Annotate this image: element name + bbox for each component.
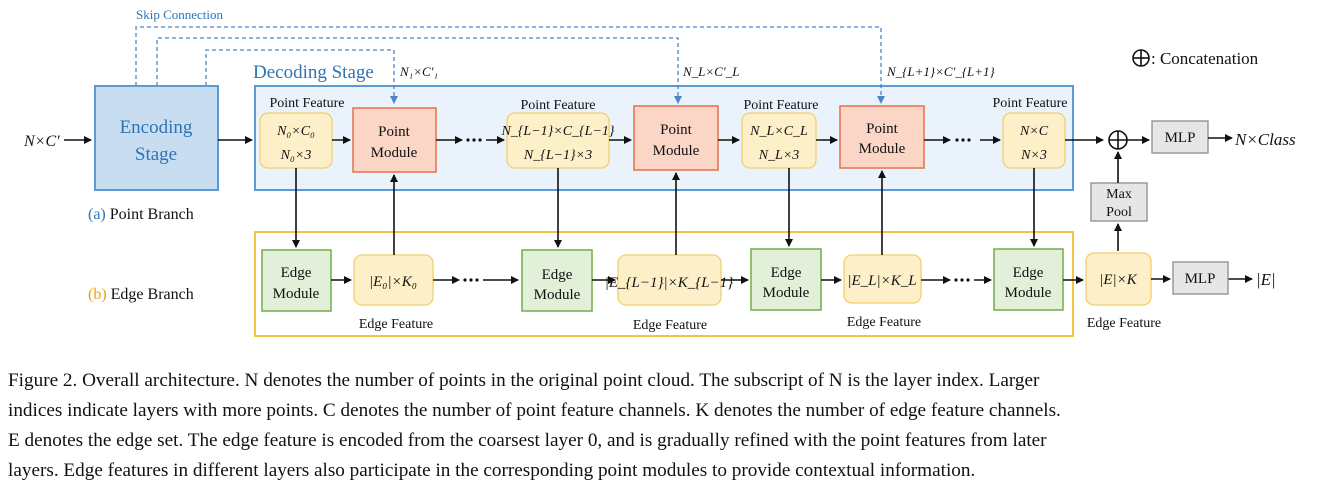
svg-text:Module: Module — [1005, 285, 1052, 301]
edge-feature-label-0: Edge Feature — [359, 317, 433, 332]
edge-feature-label-2: Edge Feature — [847, 315, 921, 330]
svg-text:|E|×K: |E|×K — [1099, 272, 1138, 288]
svg-text:Point: Point — [866, 121, 899, 137]
point-feature-label-2: Point Feature — [743, 98, 818, 113]
svg-text:Edge: Edge — [771, 265, 802, 281]
point-feature-label-0: Point Feature — [269, 96, 344, 111]
svg-text:N₀×C₀: N₀×C₀ — [276, 124, 315, 139]
decoding-stage-label: Decoding Stage — [253, 62, 374, 83]
skip-label-nl: N_L×C′_L — [682, 64, 739, 79]
point-module-1: Point Module — [633, 105, 719, 171]
point-feature-label-3: Point Feature — [992, 96, 1067, 111]
skip-connections — [135, 26, 885, 104]
svg-text:Module: Module — [859, 141, 906, 157]
input-label: N×C′ — [23, 133, 60, 150]
edge-module-2: Edge Module — [750, 248, 822, 311]
max-pool: Max Pool — [1090, 182, 1148, 222]
edge-feature-1: |E_{L−1}|×K_{L−1} — [605, 254, 733, 306]
edge-module-3: Edge Module — [993, 248, 1064, 311]
figure-caption: Figure 2. Overall architecture. N denote… — [8, 366, 1328, 486]
skip-label-n1: N₁×C′₁ — [399, 64, 438, 79]
encoding-stage-label-2: Stage — [135, 144, 177, 165]
svg-text:N_L×C_L: N_L×C_L — [749, 124, 808, 139]
svg-text:Point: Point — [378, 124, 411, 140]
point-feature-3: N×C N×3 — [1002, 112, 1066, 169]
svg-text:N₀×3: N₀×3 — [280, 148, 312, 163]
svg-text:|E_{L−1}|×K_{L−1}: |E_{L−1}|×K_{L−1} — [605, 275, 733, 291]
caption-line-4: layers. Edge features in different layer… — [8, 460, 976, 481]
edge-module-0: Edge Module — [261, 249, 332, 312]
svg-text:N×3: N×3 — [1020, 148, 1047, 163]
point-module-2: Point Module — [839, 105, 925, 169]
cross-branch-arrows — [292, 168, 1038, 255]
svg-text:Point: Point — [660, 122, 693, 138]
caption-line-2: indices indicate layers with more points… — [8, 400, 1061, 421]
svg-text:Max: Max — [1106, 187, 1132, 202]
svg-text:Module: Module — [534, 287, 581, 303]
edge-feature-3: |E|×K — [1085, 252, 1152, 306]
svg-text:N×C: N×C — [1019, 124, 1049, 139]
svg-text:MLP: MLP — [1185, 271, 1216, 287]
edge-feature-0: |E₀|×K₀ — [353, 254, 434, 306]
edge-branch-arrows — [331, 275, 1253, 284]
svg-text:Edge: Edge — [1013, 265, 1044, 281]
edge-branch-label: (b) Edge Branch — [88, 286, 194, 303]
svg-text:Module: Module — [653, 143, 700, 159]
svg-text:N_{L−1}×C_{L−1}: N_{L−1}×C_{L−1} — [501, 124, 615, 139]
caption-line-1: Figure 2. Overall architecture. N denote… — [8, 370, 1040, 391]
edge-feature-label-1: Edge Feature — [633, 318, 707, 333]
concatenation-label: : Concatenation — [1151, 49, 1259, 68]
svg-text:N_{L−1}×3: N_{L−1}×3 — [523, 148, 592, 163]
svg-text:MLP: MLP — [1165, 130, 1196, 146]
caption-line-3: E denotes the edge set. The edge feature… — [8, 430, 1047, 451]
svg-text:Module: Module — [273, 286, 320, 302]
svg-text:Module: Module — [371, 145, 418, 161]
edge-feature-label-3: Edge Feature — [1087, 316, 1161, 331]
ellipsis-dots — [463, 138, 971, 282]
concatenation-legend: : Concatenation — [1132, 49, 1259, 68]
mlp-bottom: MLP — [1172, 261, 1229, 295]
point-feature-1: N_{L−1}×C_{L−1} N_{L−1}×3 — [501, 112, 615, 169]
edge-module-1: Edge Module — [521, 249, 593, 312]
svg-text:|E_L|×K_L: |E_L|×K_L — [847, 273, 916, 289]
point-branch-label: (a) Point Branch — [88, 206, 194, 223]
svg-text:Edge: Edge — [542, 267, 573, 283]
encoding-stage-label-1: Encoding — [120, 117, 193, 138]
architecture-diagram: Decoding Stage Skip Connection N₁×C′₁ N_… — [23, 7, 1296, 337]
skip-connection-label: Skip Connection — [136, 7, 224, 22]
point-module-0: Point Module — [352, 107, 437, 173]
svg-text:|E₀|×K₀: |E₀|×K₀ — [369, 274, 417, 290]
svg-text:Module: Module — [763, 285, 810, 301]
point-feature-2: N_L×C_L N_L×3 — [741, 112, 817, 169]
edge-feature-2: |E_L|×K_L — [843, 254, 922, 304]
point-feature-0: N₀×C₀ N₀×3 — [259, 112, 333, 169]
concat-node — [1108, 130, 1128, 150]
skip-label-nl1: N_{L+1}×C′_{L+1} — [886, 64, 996, 79]
output-edge-label: |E| — [1256, 270, 1276, 289]
svg-text:Edge: Edge — [281, 265, 312, 281]
svg-text:Pool: Pool — [1106, 205, 1132, 220]
output-class-label: N×Class — [1234, 130, 1296, 149]
point-feature-label-1: Point Feature — [520, 98, 595, 113]
mlp-top: MLP — [1151, 120, 1209, 154]
svg-text:N_L×3: N_L×3 — [758, 148, 800, 163]
encoding-stage-box — [94, 85, 219, 191]
